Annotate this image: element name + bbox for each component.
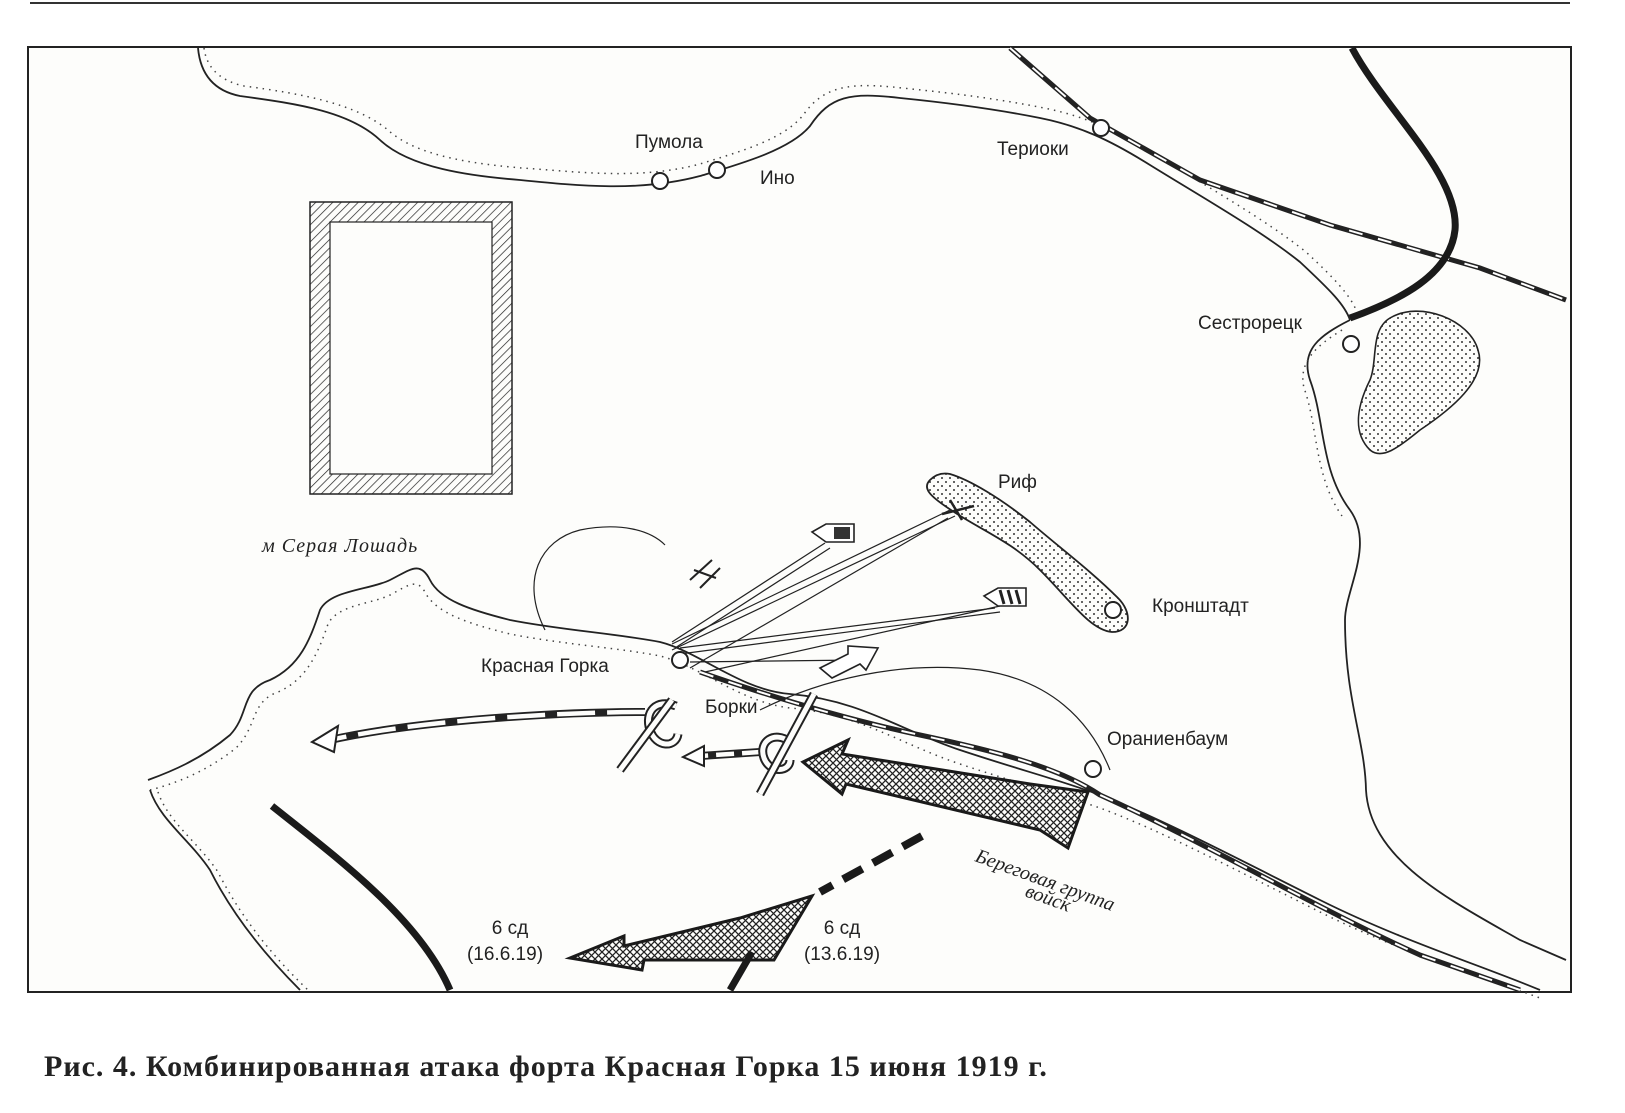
south-railway	[699, 669, 1521, 993]
encirclement-hook-2	[756, 691, 818, 797]
kronshtadt-marker	[1104, 601, 1122, 619]
north-railway	[1008, 46, 1567, 303]
kotlin-island	[926, 472, 1129, 633]
label-div6-b-date: (13.6.19)	[803, 944, 881, 965]
label-pumola: Пумола	[635, 132, 703, 153]
terioki-marker	[1092, 119, 1110, 137]
label-ino: Ино	[760, 168, 795, 189]
map-frame	[27, 46, 1572, 993]
coastal-group-arrow	[800, 736, 1091, 851]
label-div6-b-name: 6 сд	[823, 918, 861, 939]
top-rule	[30, 2, 1570, 4]
air-attack-mark	[689, 559, 721, 589]
front-line-south	[269, 803, 454, 992]
label-sestroretsk: Сестрорецк	[1198, 313, 1302, 334]
label-krasnaya-gorka: Красная Горка	[481, 656, 609, 677]
ino-marker	[708, 161, 726, 179]
label-terioki: Териоки	[997, 139, 1069, 160]
label-borki: Борки	[705, 697, 758, 718]
oranienbaum-marker	[1084, 760, 1102, 778]
label-kronshtadt: Кронштадт	[1152, 596, 1249, 617]
figure-caption: Рис. 4. Комбинированная атака форта Крас…	[44, 1050, 1048, 1083]
label-rif: Риф	[998, 472, 1037, 493]
label-div6-a-name: 6 сд	[491, 918, 529, 939]
retreat-arrow-west	[309, 708, 646, 754]
division-6-attack	[564, 832, 924, 972]
ship-right	[982, 587, 1027, 607]
encirclement-hook-1	[616, 697, 683, 773]
gun-range-arcs	[533, 526, 1111, 771]
ship-top	[810, 523, 855, 543]
label-div6-a-date: (16.6.19)	[466, 944, 544, 965]
south-coast	[147, 567, 1541, 999]
hatched-rectangle	[309, 201, 513, 495]
north-coast	[197, 47, 1357, 321]
east-coast	[1302, 310, 1567, 961]
fire-lines	[671, 509, 1001, 673]
pumola-marker	[651, 172, 669, 190]
sestroretsk-marker	[1342, 335, 1360, 353]
rif-mark	[941, 499, 975, 521]
label-oranienbaum: Ораниенбаум	[1107, 729, 1229, 750]
krasnaya-gorka-marker	[671, 651, 689, 669]
label-cape-seraya-loshad: м Серая Лошадь	[262, 535, 419, 557]
front-line-north	[1348, 46, 1459, 322]
ship-arrow	[818, 645, 880, 679]
retreat-arrow-borki	[680, 744, 761, 768]
front-line-south-end	[726, 950, 756, 992]
